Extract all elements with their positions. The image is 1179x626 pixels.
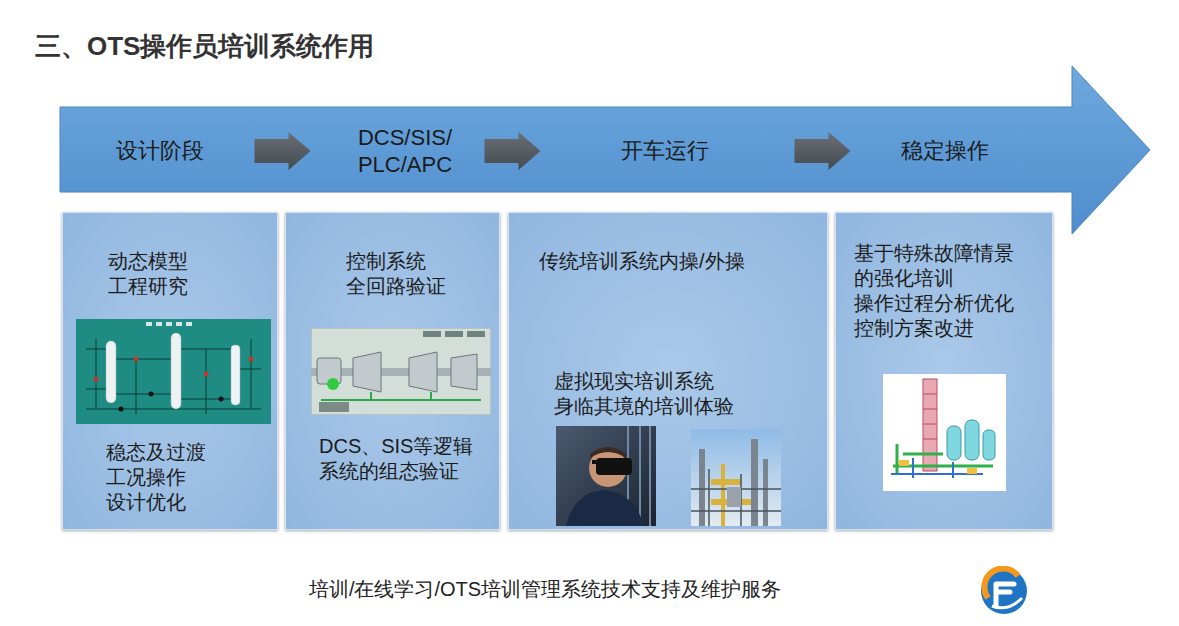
stage-label: DCS/SIS/ PLC/APC (345, 110, 465, 192)
stage-panel: 动态模型 工程研究稳态及过渡 工况操作 设计优化 (62, 212, 278, 530)
process-model-screen (76, 319, 271, 424)
panel-text: 虚拟现实培训系统 身临其境的培训体验 (554, 369, 754, 419)
stage-name: 稳定操作 (875, 137, 1015, 165)
panel-text: 传统培训系统内操/外操 (539, 249, 819, 274)
panel-text: 控制方案改进 (854, 316, 1044, 341)
stage-name: DCS/SIS/ PLC/APC (345, 124, 465, 179)
stage-label: 稳定操作 (875, 110, 1015, 192)
flow-arrow (795, 132, 851, 170)
flow-arrow (485, 132, 541, 170)
panel-text: 控制系统 全回路验证 (346, 249, 456, 299)
text-column: 基于特殊故障情景 的强化培训操作过程分析优化控制方案改进 (854, 241, 1044, 341)
panel-text: 动态模型 工程研究 (108, 249, 208, 299)
stage-name: 设计阶段 (100, 137, 220, 165)
vr-training-photo (556, 426, 656, 526)
stage-panel: 控制系统 全回路验证 DCS、SIS等逻辑 系统的组态验证 (285, 212, 500, 530)
stage-label: 开车运行 (560, 110, 770, 192)
panel-text: 基于特殊故障情景 的强化培训 (854, 241, 1044, 291)
stage-panel: 传统培训系统内操/外操虚拟现实培训系统 身临其境的培训体验 (508, 212, 828, 530)
stage-name: 开车运行 (560, 137, 770, 165)
big-arrow (60, 66, 1150, 234)
page-caption: 培训/在线学习/OTS培训管理系统技术支持及维护服务 (0, 577, 1090, 602)
control-loop-screen (311, 328, 491, 415)
stage-panel: 基于特殊故障情景 的强化培训操作过程分析优化控制方案改进 (835, 212, 1053, 530)
panel-text: 操作过程分析优化 (854, 291, 1044, 316)
plant-photo (691, 429, 781, 526)
company-logo (978, 566, 1030, 616)
plant-3d-model (883, 374, 1006, 491)
page-title: 三、OTS操作员培训系统作用 (35, 30, 374, 63)
panel-text: 稳态及过渡 工况操作 设计优化 (106, 440, 216, 515)
flow-arrow (255, 132, 311, 170)
panel-text: DCS、SIS等逻辑 系统的组态验证 (319, 434, 497, 484)
stage-label: 设计阶段 (100, 110, 220, 192)
